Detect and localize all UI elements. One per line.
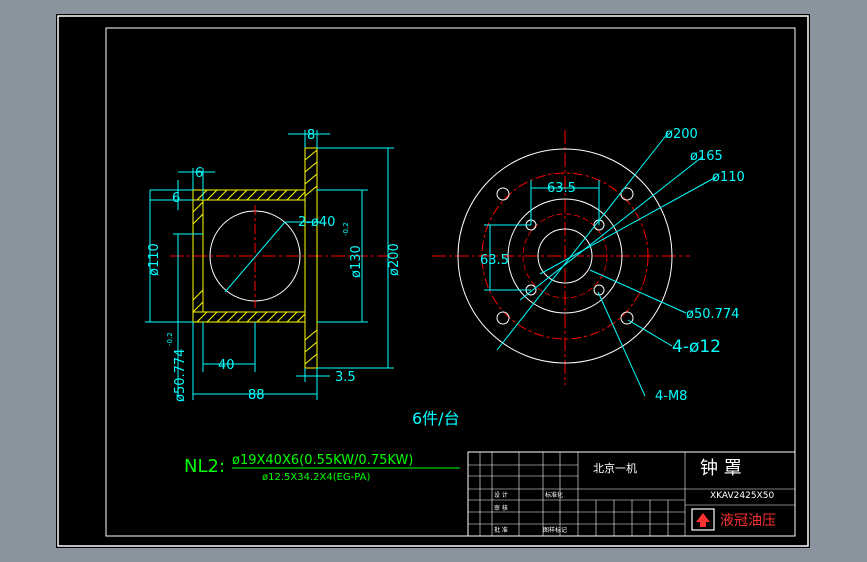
dim-8-label: 8 — [307, 128, 315, 143]
title-block: 北京一机 钟 罩 XKAV2425X50 设 计 标准化 审 核 批 准 图样标… — [467, 451, 796, 537]
section-view: 8 6 6 ø110 2-ø40 ø130 -0.2 ø200 ø50.774 … — [145, 128, 402, 403]
flange-dim-635-v: 63.5 — [480, 253, 509, 268]
motor-spec-2: ø12.5X34.2X4(EG-PA) — [262, 472, 371, 483]
sheet-background — [56, 14, 810, 548]
motor-spec-1: ø19X40X6(0.55KW/0.75KW) — [232, 453, 413, 468]
company-name: 北京一机 — [593, 461, 637, 475]
flange-holes-12-label: 4-ø12 — [672, 337, 721, 357]
logo-text: 液冠油压 — [720, 513, 776, 529]
logo: 液冠油压 — [691, 508, 776, 531]
flange-dia-50774-label: ø50.774 — [686, 307, 739, 322]
dia-50774-tol: -0.2 — [166, 332, 174, 346]
outer-frame — [57, 15, 809, 547]
dim-6b-label: 6 — [172, 191, 180, 206]
dim-35-label: 3.5 — [335, 370, 356, 385]
dim-6-label: 6 — [195, 166, 203, 181]
dia-130-label: ø130 — [349, 245, 364, 278]
cell-review: 审 核 — [494, 504, 508, 512]
cell-mark: 图样标记 — [543, 526, 567, 534]
dia-40-label: 2-ø40 — [298, 215, 335, 230]
cell-design: 设 计 — [494, 491, 508, 499]
dia-130-tol: -0.2 — [342, 222, 350, 236]
dim-88-label: 88 — [248, 388, 265, 403]
flange-dia-165-label: ø165 — [690, 149, 723, 164]
quantity-note: 6件/台 — [412, 409, 460, 428]
nl-label: NL2: — [184, 456, 225, 477]
logo-mark-icon — [696, 513, 710, 527]
dim-40-label: 40 — [218, 358, 235, 373]
dia-110-label: ø110 — [147, 243, 162, 276]
flange-dia-110-label: ø110 — [712, 170, 745, 185]
dia-50774-label: ø50.774 — [173, 349, 188, 402]
flange-dia-200-label: ø200 — [665, 127, 698, 142]
flange-thread-m8-label: 4-M8 — [655, 389, 687, 404]
flange-view: ø200 ø165 ø110 63.5 63.5 ø50.774 4-ø12 4… — [432, 127, 745, 404]
flange-dim-635-h: 63.5 — [547, 181, 576, 196]
drawing-number: XKAV2425X50 — [710, 491, 774, 501]
motor-note: NL2: ø19X40X6(0.55KW/0.75KW) ø12.5X34.2X… — [184, 453, 460, 483]
inner-frame — [105, 27, 796, 537]
dia-200-label: ø200 — [387, 243, 402, 276]
part-name: 钟 罩 — [700, 458, 742, 479]
cell-standard: 标准化 — [545, 491, 563, 499]
cell-approve: 批 准 — [494, 526, 508, 534]
